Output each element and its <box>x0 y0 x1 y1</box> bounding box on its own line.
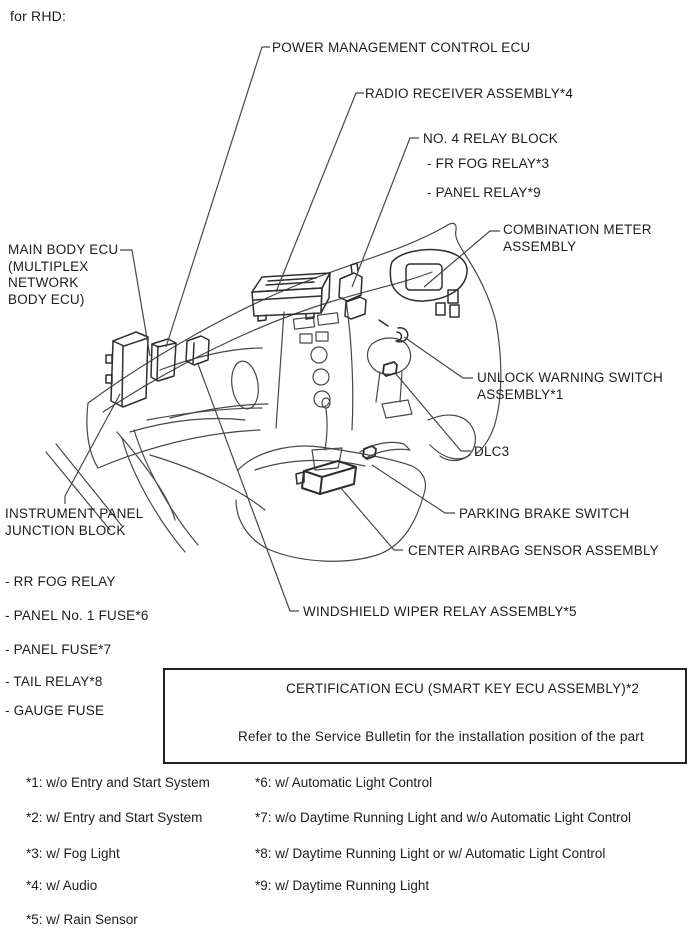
leader-windshield-wiper-relay <box>197 363 299 612</box>
footnote-3: *3: w/ Fog Light <box>26 846 120 861</box>
radio-receiver-drawing <box>251 272 331 322</box>
callout-power-management-ecu: POWER MANAGEMENT CONTROL ECU <box>272 40 531 55</box>
leader-dlc3 <box>395 373 471 452</box>
footnote-6: *6: w/ Automatic Light Control <box>255 775 433 790</box>
footnote-2: *2: w/ Entry and Start System <box>26 810 203 825</box>
callout-tail-relay: - TAIL RELAY*8 <box>5 674 103 689</box>
callout-fr-fog-relay: - FR FOG RELAY*3 <box>427 156 550 171</box>
windshield-wiper-relay-drawing <box>185 335 210 366</box>
leader-combination-meter <box>423 230 500 288</box>
footnote-8: *8: w/ Daytime Running Light or w/ Autom… <box>255 846 606 861</box>
callout-gauge-fuse: - GAUGE FUSE <box>5 703 105 718</box>
callout-panel-relay: - PANEL RELAY*9 <box>427 185 541 200</box>
callout-unlock-warning-switch: UNLOCK WARNING SWITCH ASSEMBLY*1 <box>477 370 663 402</box>
callout-panel-fuse: - PANEL FUSE*7 <box>5 642 112 657</box>
certification-note-text: Refer to the Service Bulletin for the in… <box>238 729 644 744</box>
combination-meter-drawing <box>389 248 468 318</box>
footnote-7: *7: w/o Daytime Running Light and w/o Au… <box>255 810 631 825</box>
callout-parking-brake-switch: PARKING BRAKE SWITCH <box>459 506 630 521</box>
leader-main-body-ecu <box>120 249 151 357</box>
callout-radio-receiver: RADIO RECEIVER ASSEMBLY*4 <box>365 86 574 101</box>
callout-rr-fog-relay: - RR FOG RELAY <box>5 574 116 589</box>
parking-brake-switch-drawing <box>362 445 377 460</box>
callout-instrument-panel-junction-block: INSTRUMENT PANEL JUNCTION BLOCK <box>5 506 144 538</box>
footnote-1: *1: w/o Entry and Start System <box>26 775 210 790</box>
callout-center-airbag-sensor: CENTER AIRBAG SENSOR ASSEMBLY <box>408 543 659 558</box>
center-airbag-sensor-drawing <box>295 460 357 495</box>
variant-title: for RHD: <box>10 8 67 24</box>
callout-combination-meter: COMBINATION METER ASSEMBLY <box>503 222 652 254</box>
footnote-9: *9: w/ Daytime Running Light <box>255 878 430 893</box>
callout-certification-ecu: CERTIFICATION ECU (SMART KEY ECU ASSEMBL… <box>286 681 640 696</box>
certification-ecu-note-box <box>163 668 687 764</box>
leader-no4-relay-block <box>351 137 419 288</box>
dlc3-drawing <box>382 361 398 377</box>
unlock-warning-switch-drawing <box>378 319 409 343</box>
dashboard-outline <box>45 222 502 562</box>
no4-relay-block-drawing <box>338 262 367 320</box>
leader-unlock-warning-switch <box>403 336 473 379</box>
callout-no4-relay-block: NO. 4 RELAY BLOCK <box>423 131 558 146</box>
callout-windshield-wiper-relay: WINDSHIELD WIPER RELAY ASSEMBLY*5 <box>303 604 577 619</box>
footnote-4: *4: w/ Audio <box>26 878 98 893</box>
callout-dlc3: DLC3 <box>474 444 510 459</box>
instrument-panel-junction-block-drawing <box>105 331 149 408</box>
leader-center-airbag-sensor <box>339 486 403 551</box>
leader-parking-brake-switch <box>371 464 455 514</box>
footnote-5: *5: w/ Rain Sensor <box>26 912 138 927</box>
callout-main-body-ecu: MAIN BODY ECU (MULTIPLEX NETWORK BODY EC… <box>8 242 119 307</box>
leader-radio-receiver <box>275 92 364 293</box>
leader-instrument-panel-junction-block <box>64 393 121 504</box>
leader-power-management-ecu <box>165 46 270 348</box>
callout-panel-no1-fuse: - PANEL No. 1 FUSE*6 <box>5 608 149 623</box>
